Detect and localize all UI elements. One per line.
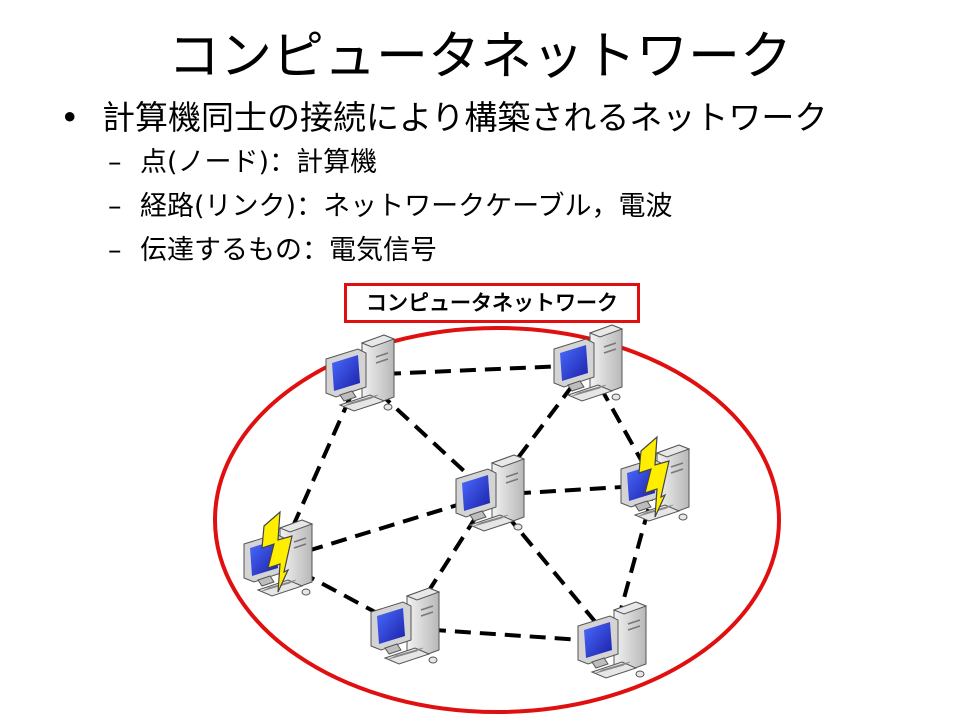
sub-bullet-text: 伝達するもの：電気信号: [140, 235, 437, 266]
sub-bullet-text: 経路(リンク)：ネットワークケーブル，電波: [140, 191, 673, 222]
computer-icon: [243, 510, 314, 597]
bullet-text: 計算機同士の接続により構築されるネットワーク: [102, 98, 828, 137]
bullet-list: • 計算機同士の接続により構築されるネットワーク – 点(ノード)：計算機 – …: [50, 95, 930, 273]
computer-icon: [553, 324, 624, 402]
lightning-icon: [261, 510, 293, 593]
bullet-mark: •: [60, 98, 80, 137]
computer-icon: [620, 435, 691, 522]
bullet-item: • 計算機同士の接続により構築されるネットワーク: [50, 95, 930, 141]
sub-bullet-mark: –: [108, 147, 122, 178]
computer-icon: [455, 454, 526, 532]
slide-title: コンピュータネットワーク: [167, 27, 792, 87]
sub-bullet-mark: –: [108, 235, 122, 266]
computer-icon: [577, 601, 648, 679]
computer-icon: [325, 334, 396, 412]
sub-bullet-item: – 経路(リンク)：ネットワークケーブル，電波: [108, 185, 930, 229]
network-boundary: [213, 326, 781, 714]
lightning-icon: [638, 435, 670, 518]
link-line: [359, 363, 589, 377]
computer-icon: [370, 587, 441, 665]
sub-bullet-item: – 伝達するもの：電気信号: [108, 229, 930, 273]
network-label: コンピュータネットワーク: [344, 283, 640, 323]
sub-bullet-text: 点(ノード)：計算機: [140, 147, 378, 178]
link-line: [277, 493, 491, 562]
nodes: [243, 324, 691, 679]
sub-bullet-mark: –: [108, 191, 122, 222]
sub-bullet-item: – 点(ノード)：計算機: [108, 141, 930, 185]
